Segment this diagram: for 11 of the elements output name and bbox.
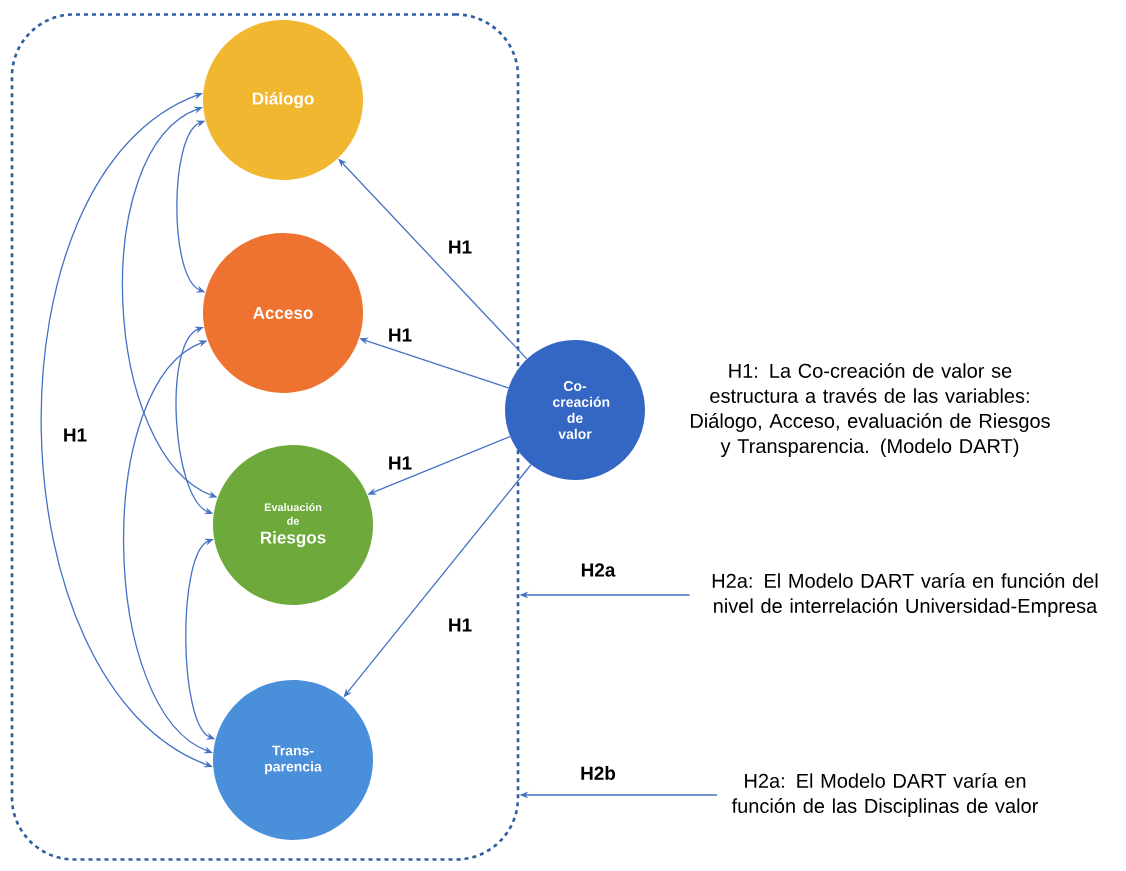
hypothesis-text: H1: La Co-creación de valor se estructura a través de las variables: Diálogo, Acceso, evaluación de Riesgos y Transparencia. (Modelo DART) [691,362,1050,458]
edge-label: H1 [61,427,89,443]
edge-label: H1 [386,455,414,471]
edge-label: H1 [446,239,474,255]
dashed-frame [10,13,520,861]
edge-label: H1 [386,327,414,343]
hypothesis-text: H2a: El Modelo DART varía en función del nivel de interrelación Universidad-Empresa [712,573,1098,617]
edge-label: H2b [578,764,618,782]
edge-label: H2a [579,561,617,579]
hypothesis-text: H2a: El Modelo DART varía en función de las Disciplinas de valor [731,773,1038,817]
edge-label: H1 [446,617,474,633]
